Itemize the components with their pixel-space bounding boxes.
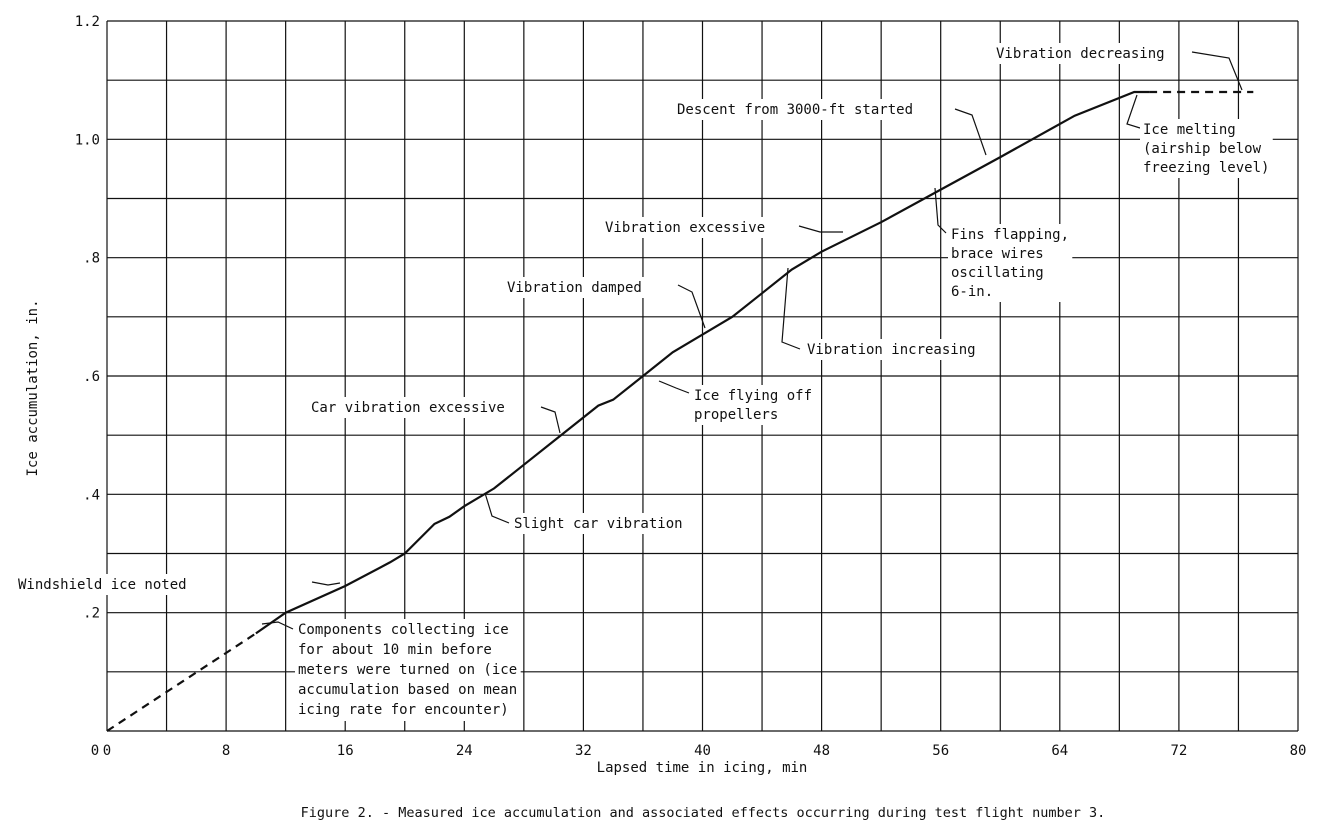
y-axis-label: Ice accumulation, in. [25, 299, 41, 476]
annotation-line: accumulation based on mean [298, 682, 517, 698]
annotation-line: icing rate for encounter) [298, 702, 509, 718]
annotation-ice-melting: Ice melting (airship below freezing level) [1143, 122, 1269, 176]
annotation-line: Slight car vibration [514, 516, 683, 532]
annotation-backing-car-vib-excessive [308, 397, 509, 418]
annotation-line: meters were turned on (ice [298, 662, 517, 678]
annotation-backing-vib-increasing [804, 339, 979, 360]
annotation-backing-vib-excessive [602, 217, 769, 238]
annotation-leader-vib-increasing [781, 267, 801, 350]
annotation-ice-flying: Ice flying off propellers [694, 388, 812, 423]
annotation-line: Vibration damped [507, 280, 642, 296]
annotation-line: propellers [694, 407, 778, 423]
x-tick-label: 56 [932, 743, 949, 759]
annotation-leader-fins [934, 187, 947, 234]
annotation-backing-fins [948, 224, 1073, 302]
figure-caption: Figure 2. - Measured ice accumulation an… [301, 805, 1106, 821]
annotation-backing-ice-flying [691, 385, 816, 425]
x-tick-label: 16 [337, 743, 354, 759]
x-tick-label: 64 [1051, 743, 1068, 759]
annotation-line: Vibration decreasing [996, 46, 1165, 62]
y-tick-label: .4 [83, 487, 100, 503]
annotation-leader-ice-flying [658, 380, 690, 394]
x-tick-label: 24 [456, 743, 473, 759]
annotation-leader-windshield [311, 581, 341, 586]
annotation-line: 6-in. [951, 284, 993, 300]
annotation-line: Ice melting [1143, 122, 1236, 138]
annotation-leader-car-vib-excessive [540, 406, 561, 434]
y-tick-label: 1.2 [75, 14, 100, 30]
annotation-components: Components collecting ice for about 10 mi… [298, 622, 517, 718]
y-tick-label: .6 [83, 369, 100, 385]
annotation-backing-slight-car-vib [511, 513, 686, 534]
data-line-dashed [106, 632, 257, 732]
y-tick-label: 1.0 [75, 132, 100, 148]
annotation-vib-decreasing: Vibration decreasing [996, 46, 1165, 62]
annotation-backing-vib-damped [504, 277, 646, 298]
annotation-line: Car vibration excessive [311, 400, 505, 416]
annotation-slight-car-vib: Slight car vibration [514, 516, 683, 532]
annotation-vib-increasing: Vibration increasing [807, 342, 976, 358]
annotation-windshield: Windshield ice noted [18, 577, 187, 593]
annotation-line: brace wires [951, 246, 1044, 262]
annotation-leader-vib-damped [677, 284, 706, 329]
x-tick-label: 8 [222, 743, 230, 759]
x-tick-label: 40 [694, 743, 711, 759]
annotation-leader-vib-decreasing [1191, 51, 1243, 91]
x-tick-label: 0 [103, 743, 111, 759]
y-tick-label: .2 [83, 606, 100, 622]
annotation-line: Vibration increasing [807, 342, 976, 358]
annotation-leader-slight-car-vib [484, 492, 510, 524]
grid-layer [106, 20, 1299, 732]
annotation-line: Vibration excessive [605, 220, 765, 236]
annotation-line: freezing level) [1143, 160, 1269, 176]
annotation-leader-descent [954, 108, 987, 156]
annotation-car-vib-excessive: Car vibration excessive [311, 400, 505, 416]
origin-tick-label: 0 [91, 743, 99, 759]
annotation-backing-windshield [15, 574, 190, 595]
annotation-fins: Fins flapping, brace wires oscillating 6-in… [951, 227, 1069, 300]
annotation-line: for about 10 min before [298, 642, 492, 658]
annotation-line: Fins flapping, [951, 227, 1069, 243]
x-tick-label: 72 [1170, 743, 1187, 759]
annotation-line: Components collecting ice [298, 622, 509, 638]
annotation-backing-descent [674, 99, 917, 120]
x-tick-label: 32 [575, 743, 592, 759]
annotation-backing-components [295, 619, 521, 721]
annotation-leader-ice-melting [1126, 94, 1141, 129]
annotation-vib-excessive: Vibration excessive [605, 220, 765, 236]
x-tick-label: 48 [813, 743, 830, 759]
annotation-backing-vib-decreasing [993, 43, 1168, 64]
annotation-backing-ice-melting [1140, 119, 1273, 178]
x-tick-label: 80 [1290, 743, 1307, 759]
annotation-line: Windshield ice noted [18, 577, 187, 593]
series-layer [106, 90, 1254, 732]
tick-label-layer: 0 8 16 24 32 40 48 56 64 72 80 0 .2 .4 .6 .8 1.0 1.2 [75, 14, 1307, 759]
annotation-descent: Descent from 3000-ft started [677, 102, 913, 118]
y-tick-label: .8 [83, 251, 100, 267]
data-line-solid [255, 90, 1150, 635]
x-axis-label: Lapsed time in icing, min [597, 760, 808, 776]
annotation-line: Descent from 3000-ft started [677, 102, 913, 118]
annotation-line: oscillating [951, 265, 1044, 281]
annotation-leader-vib-excessive [798, 225, 843, 233]
annotation-line: (airship below [1143, 141, 1262, 157]
leader-layer [261, 51, 1243, 630]
annotation-line: Ice flying off [694, 388, 812, 404]
annotation-vib-damped: Vibration damped [507, 280, 642, 296]
annotation-leader-components [261, 621, 294, 630]
